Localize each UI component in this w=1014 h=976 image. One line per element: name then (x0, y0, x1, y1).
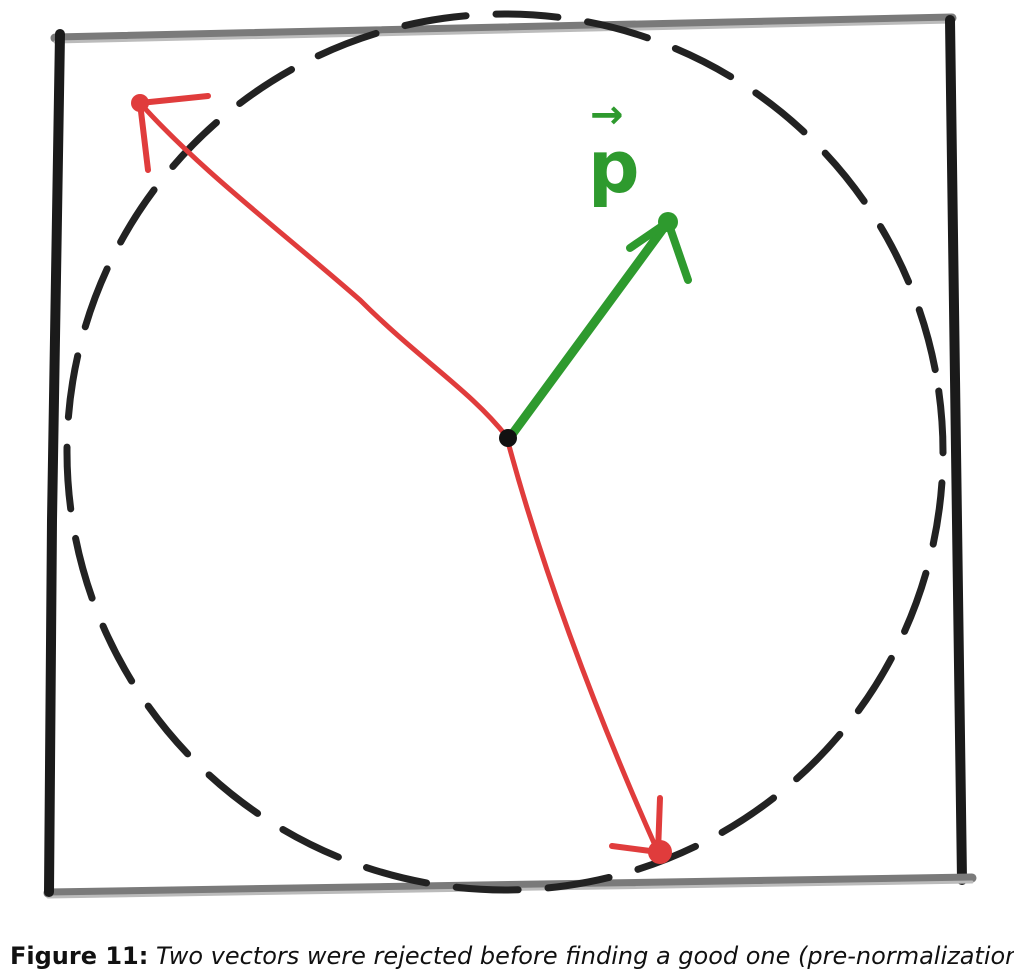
figure-caption: Figure 11: Two vectors were rejected bef… (10, 940, 1014, 972)
square-bottom-edge (43, 873, 977, 898)
rejection-sampling-diagram: → p (43, 10, 977, 899)
square-left-edge (44, 29, 65, 897)
figure-label: Figure 11: (10, 942, 149, 970)
vector-p-arrow-glyph: → (590, 92, 624, 138)
figure-caption-text: Two vectors were rejected before finding… (156, 942, 1014, 970)
accepted-vector-p (503, 212, 692, 445)
vector-p-label: → p (588, 92, 640, 209)
rejected-vector-bottom (505, 439, 672, 864)
vector-p-letter: p (588, 125, 640, 209)
square-right-edge (945, 15, 967, 885)
origin-point (499, 429, 517, 447)
accepted-vector-p-arrowhead (626, 218, 692, 284)
rejected-vector-upper-left (131, 93, 510, 440)
square-top-edge (50, 13, 957, 43)
unit-circle-dashed (63, 10, 947, 894)
